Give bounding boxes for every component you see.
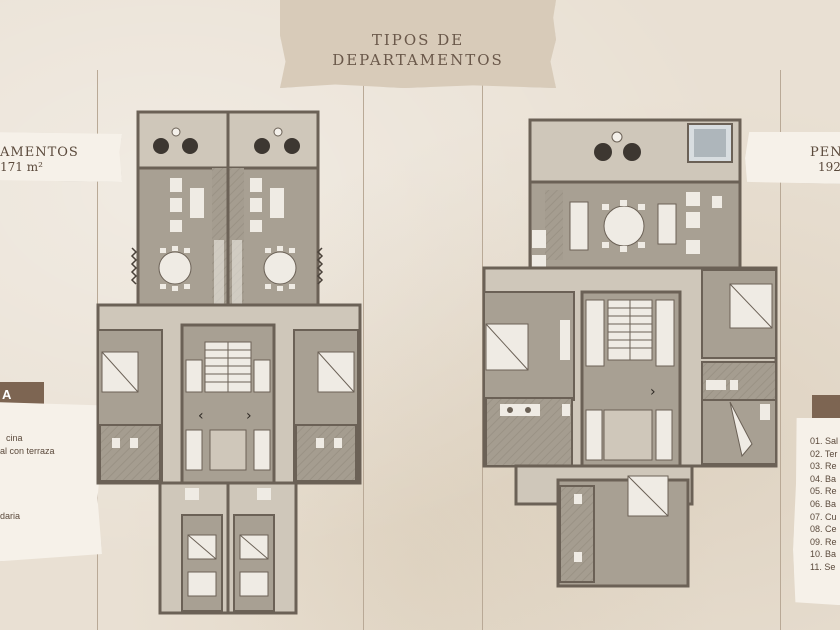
right-unit-area: 192 bbox=[818, 160, 840, 174]
plant-icon bbox=[594, 143, 612, 161]
dining-table-icon bbox=[158, 251, 192, 285]
title-paper bbox=[280, 0, 556, 88]
dining-table-icon bbox=[263, 251, 297, 285]
right-unit-name: PEN bbox=[810, 145, 840, 160]
right-legend-band bbox=[812, 395, 840, 421]
legend-item: al con terraza bbox=[0, 446, 55, 456]
plant-icon bbox=[254, 138, 270, 154]
svg-text:›: › bbox=[650, 384, 656, 400]
legend-item: 07. Cu bbox=[810, 511, 837, 522]
right-legend-card bbox=[793, 418, 840, 606]
legend-item: 03. Re bbox=[810, 461, 837, 472]
legend-item: 10. Ba bbox=[810, 549, 837, 560]
svg-text:‹: ‹ bbox=[198, 408, 204, 424]
plant-icon bbox=[623, 143, 641, 161]
legend-item: 06. Ba bbox=[810, 499, 837, 509]
right-unit-card bbox=[745, 132, 840, 184]
legend-item: 08. Ce bbox=[810, 524, 837, 535]
page-title: TIPOS DE DEPARTAMENTOS bbox=[280, 30, 556, 70]
page-title-line2: DEPARTAMENTOS bbox=[332, 51, 504, 69]
dining-table-icon bbox=[603, 205, 645, 247]
legend-item: 02. Ter bbox=[810, 448, 838, 459]
plant-icon bbox=[182, 138, 198, 154]
legend-item: 05. Re bbox=[810, 486, 837, 497]
legend-item: 09. Re bbox=[810, 536, 837, 547]
left-legend-card bbox=[0, 402, 102, 562]
legend-item: 04. Ba bbox=[810, 473, 837, 484]
left-unit-name: AMENTOS bbox=[0, 145, 79, 160]
left-unit-card bbox=[0, 132, 122, 182]
legend-item: daria bbox=[0, 511, 21, 521]
plant-icon bbox=[153, 138, 169, 154]
left-unit-area: 171 m² bbox=[0, 160, 43, 174]
penthouse-floor-plan: › bbox=[482, 118, 778, 588]
legend-item: 11. Se bbox=[810, 562, 836, 572]
plant-icon bbox=[284, 138, 300, 154]
svg-text:›: › bbox=[246, 408, 252, 424]
legend-item: 01. Sal bbox=[810, 436, 839, 446]
divider-line bbox=[363, 70, 364, 630]
legend-item: cina bbox=[6, 433, 23, 443]
divider-line bbox=[780, 70, 781, 630]
page-title-line1: TIPOS DE bbox=[371, 31, 465, 49]
twin-unit-floor-plan: ‹ › bbox=[96, 110, 362, 615]
